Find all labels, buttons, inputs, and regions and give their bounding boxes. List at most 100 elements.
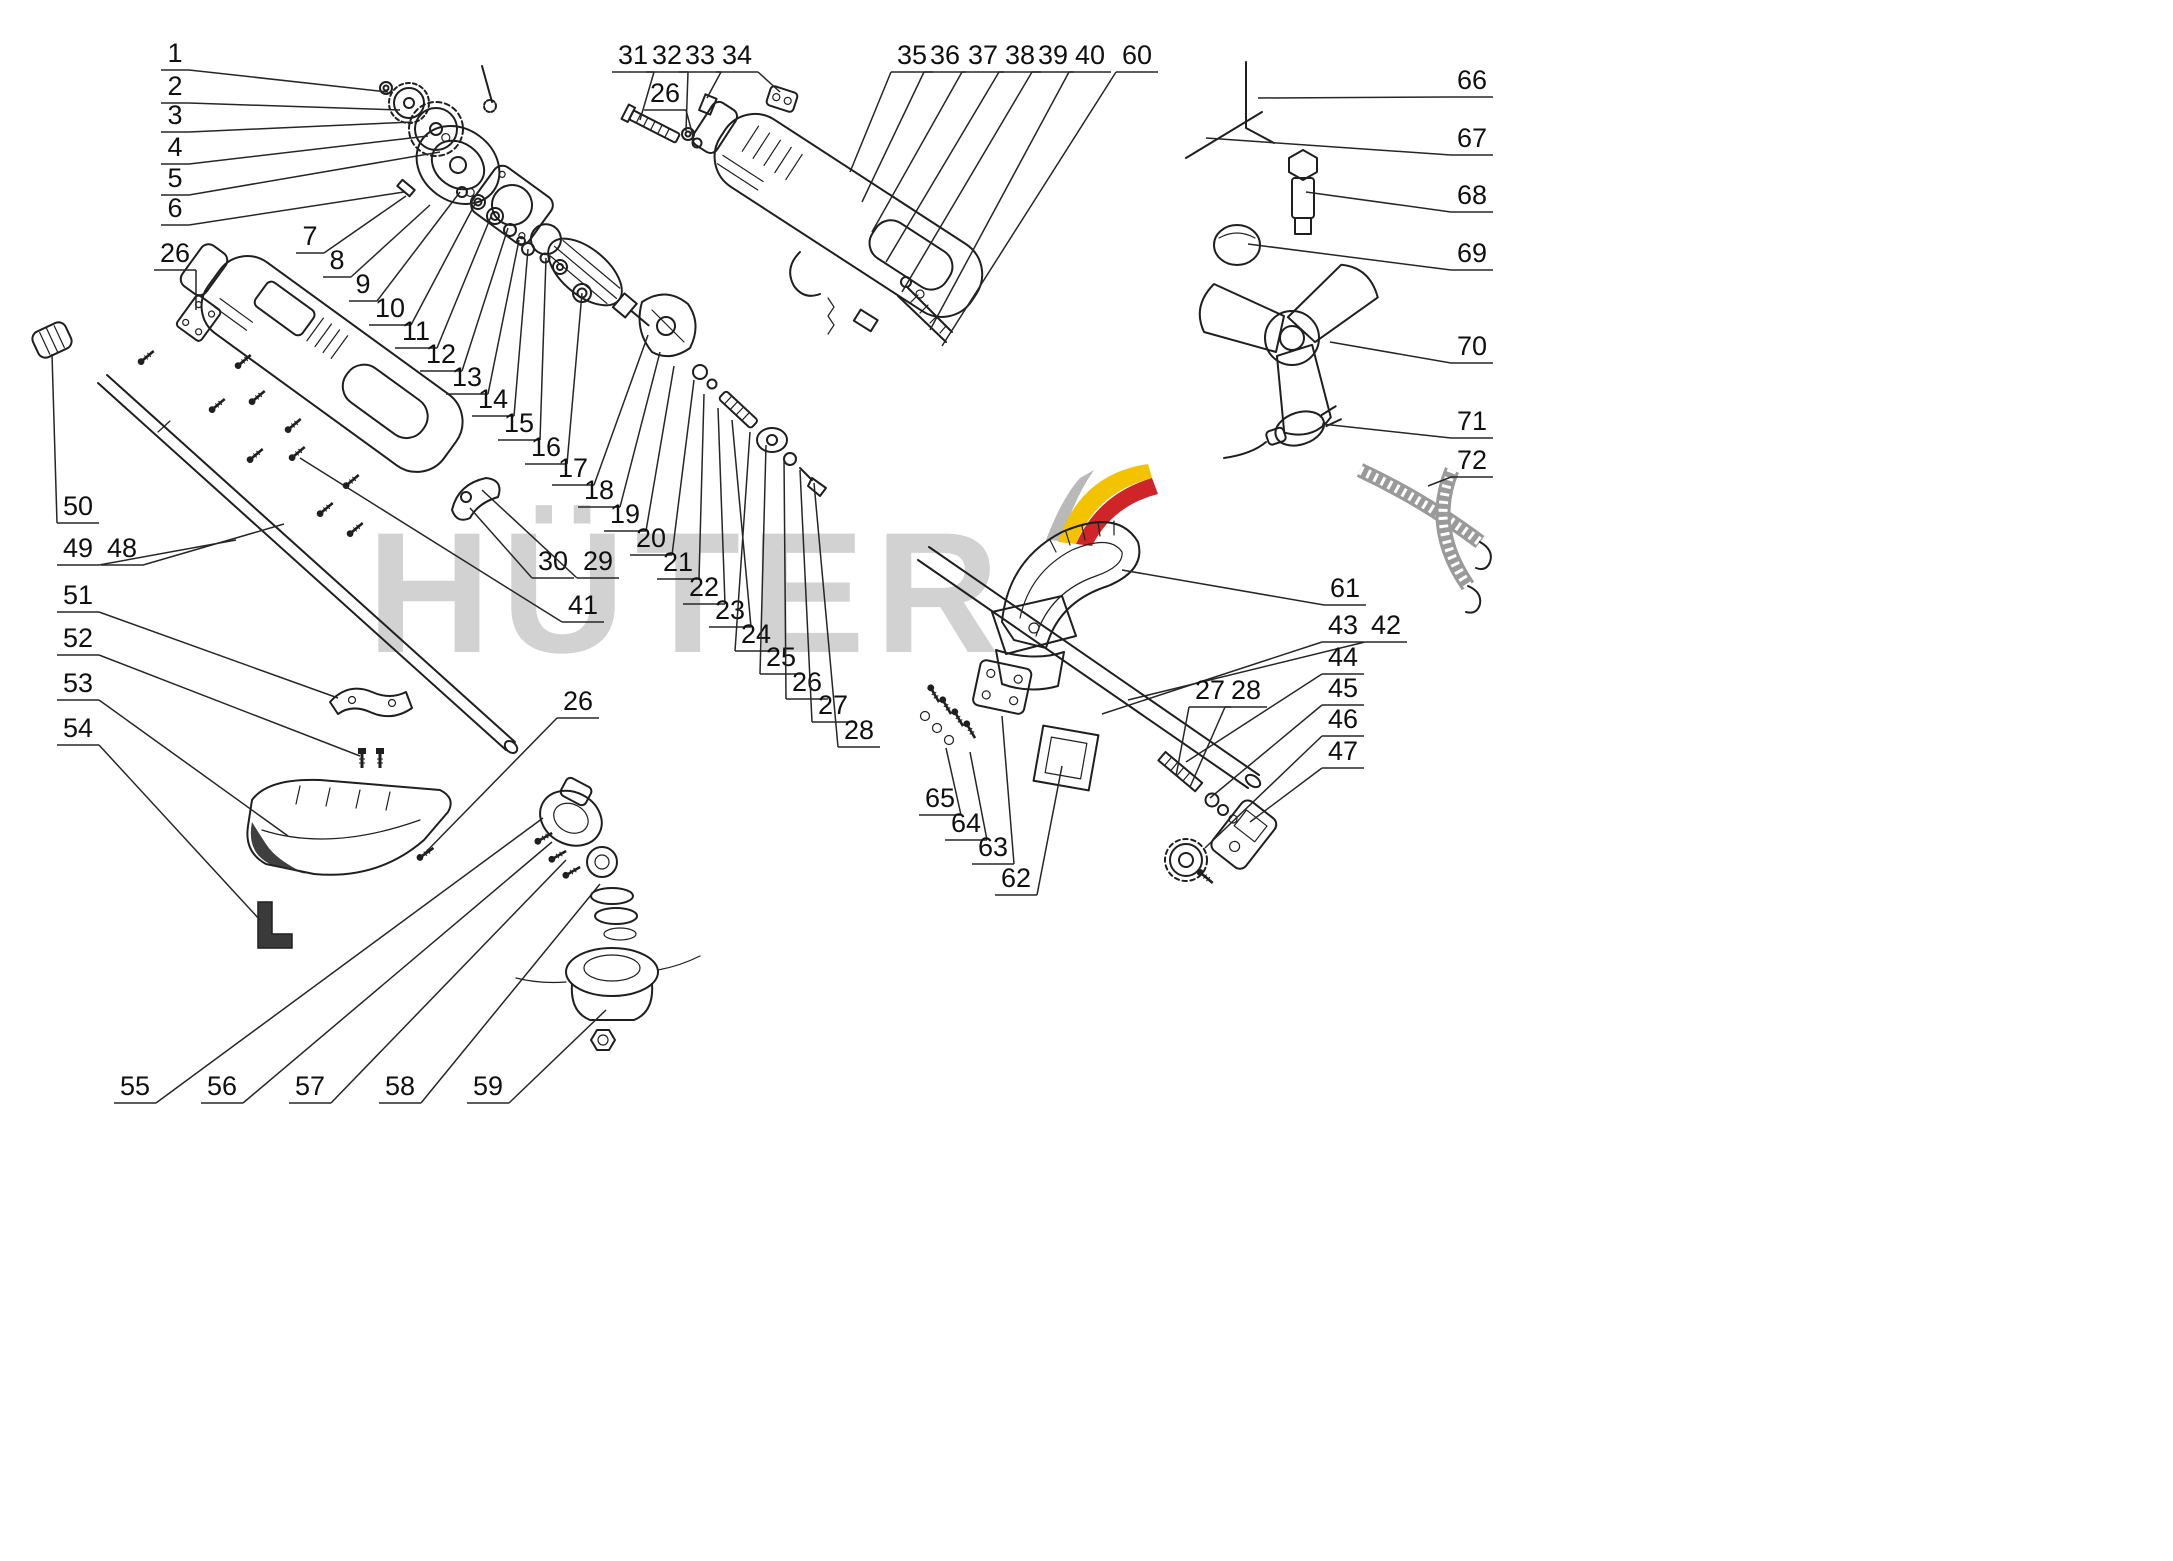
- part-number: 53: [63, 668, 93, 698]
- part-callout-31-29: 31: [612, 40, 655, 121]
- part-callout-23-23: 23: [709, 419, 752, 628]
- part-number: 32: [652, 40, 682, 70]
- part-number: 64: [951, 808, 981, 838]
- part-callout-1-0: 1: [161, 38, 389, 93]
- part-callout-71-46: 71: [1321, 406, 1493, 439]
- part-callout-60-40: 60: [941, 40, 1158, 347]
- part-number: 71: [1457, 406, 1487, 436]
- leader-line: [861, 71, 966, 203]
- leader-line: [604, 365, 675, 532]
- part-number: 51: [63, 580, 93, 610]
- trigger-and-switch: [789, 251, 925, 335]
- shaft-end-cap: [31, 321, 73, 359]
- part-callout-68-43: 68: [1305, 180, 1493, 213]
- leader-line: [1127, 641, 1407, 701]
- part-number: 9: [355, 269, 370, 299]
- part-callout-43-60: 43: [1101, 610, 1364, 715]
- part-callout-53-53: 53: [57, 668, 289, 837]
- part-number: 31: [618, 40, 648, 70]
- leader-line: [630, 379, 695, 556]
- pin-tool: [1185, 111, 1263, 159]
- part-number: 44: [1328, 642, 1358, 672]
- part-number: 7: [302, 221, 317, 251]
- part-callout-28-28: 28: [813, 482, 880, 748]
- drive-shaft-tube: [97, 374, 519, 754]
- square-bracket: [1032, 724, 1100, 792]
- part-number: 35: [897, 40, 927, 70]
- part-callout-72-47: 72: [1427, 445, 1493, 487]
- leader-line: [1205, 137, 1493, 156]
- clamp-plate: [972, 659, 1033, 715]
- leader-line: [161, 135, 429, 165]
- part-callout-39-38: 39: [901, 40, 1074, 293]
- part-callout-25-25: 25: [759, 444, 802, 675]
- huter-logo: [1046, 464, 1158, 546]
- armature: [529, 223, 650, 327]
- part-number: 57: [295, 1071, 325, 1101]
- leader-line: [161, 191, 405, 226]
- leader-line: [379, 883, 601, 1104]
- part-number: 34: [722, 40, 752, 70]
- part-number: 63: [978, 832, 1008, 862]
- part-callout-44-62: 44: [1185, 642, 1364, 763]
- leader-line: [472, 248, 529, 417]
- part-callout-42-61: 42: [1127, 610, 1407, 701]
- part-callout-5-4: 5: [161, 151, 441, 196]
- cord-guard: [897, 287, 953, 343]
- part-number: 10: [375, 293, 405, 323]
- leader-line: [525, 292, 583, 465]
- line-cutoff-knife: [257, 901, 293, 949]
- leader-line: [296, 195, 407, 254]
- leader-line: [813, 482, 880, 748]
- leader-line: [395, 213, 493, 349]
- part-number: 25: [766, 642, 796, 672]
- part-number: 20: [636, 523, 666, 553]
- leader-line: [734, 431, 777, 652]
- part-callout-30-55: 30: [469, 507, 574, 579]
- leader-line: [929, 71, 1111, 331]
- part-callout-59-76: 59: [467, 1009, 607, 1104]
- leader-line: [469, 507, 574, 579]
- leader-line: [57, 744, 261, 921]
- part-callout-32-30: 32: [646, 40, 689, 132]
- leader-line: [349, 191, 461, 302]
- clamp-screws: [919, 681, 980, 746]
- part-callout-16-16: 16: [525, 292, 583, 465]
- coupling-chain: [692, 364, 827, 497]
- part-callout-2-1: 2: [161, 71, 401, 111]
- leader-line: [644, 109, 695, 141]
- leader-line: [1321, 423, 1493, 439]
- part-callout-33-32: 33: [679, 40, 722, 99]
- leader-line: [481, 489, 619, 579]
- leader-line: [101, 523, 285, 566]
- part-number: 61: [1330, 573, 1360, 603]
- part-callout-37-36: 37: [871, 40, 1004, 233]
- part-callout-67-42: 67: [1205, 123, 1493, 156]
- part-number: 13: [452, 362, 482, 392]
- part-callout-65-68: 65: [919, 747, 962, 816]
- leader-line: [759, 444, 802, 675]
- leader-line: [201, 841, 553, 1104]
- leader-line: [919, 747, 962, 816]
- leader-line: [945, 751, 988, 841]
- part-number: 47: [1328, 736, 1358, 766]
- part-callout-35-34: 35: [849, 40, 933, 173]
- part-number: 69: [1457, 238, 1487, 268]
- part-callout-26-26: 26: [783, 457, 828, 700]
- part-callout-12-12: 12: [420, 227, 509, 372]
- part-callout-26-31: 26: [644, 78, 695, 141]
- part-number: 59: [473, 1071, 503, 1101]
- part-number: 33: [685, 40, 715, 70]
- leader-line: [289, 859, 567, 1104]
- leader-line: [783, 457, 828, 700]
- part-number: 1: [167, 38, 182, 68]
- leader-line: [716, 71, 781, 93]
- part-callout-8-8: 8: [323, 204, 431, 278]
- leader-line: [114, 817, 544, 1104]
- part-number: 52: [63, 623, 93, 653]
- leader-line: [57, 654, 361, 757]
- part-number: 23: [715, 595, 745, 625]
- part-number: 3: [167, 100, 182, 130]
